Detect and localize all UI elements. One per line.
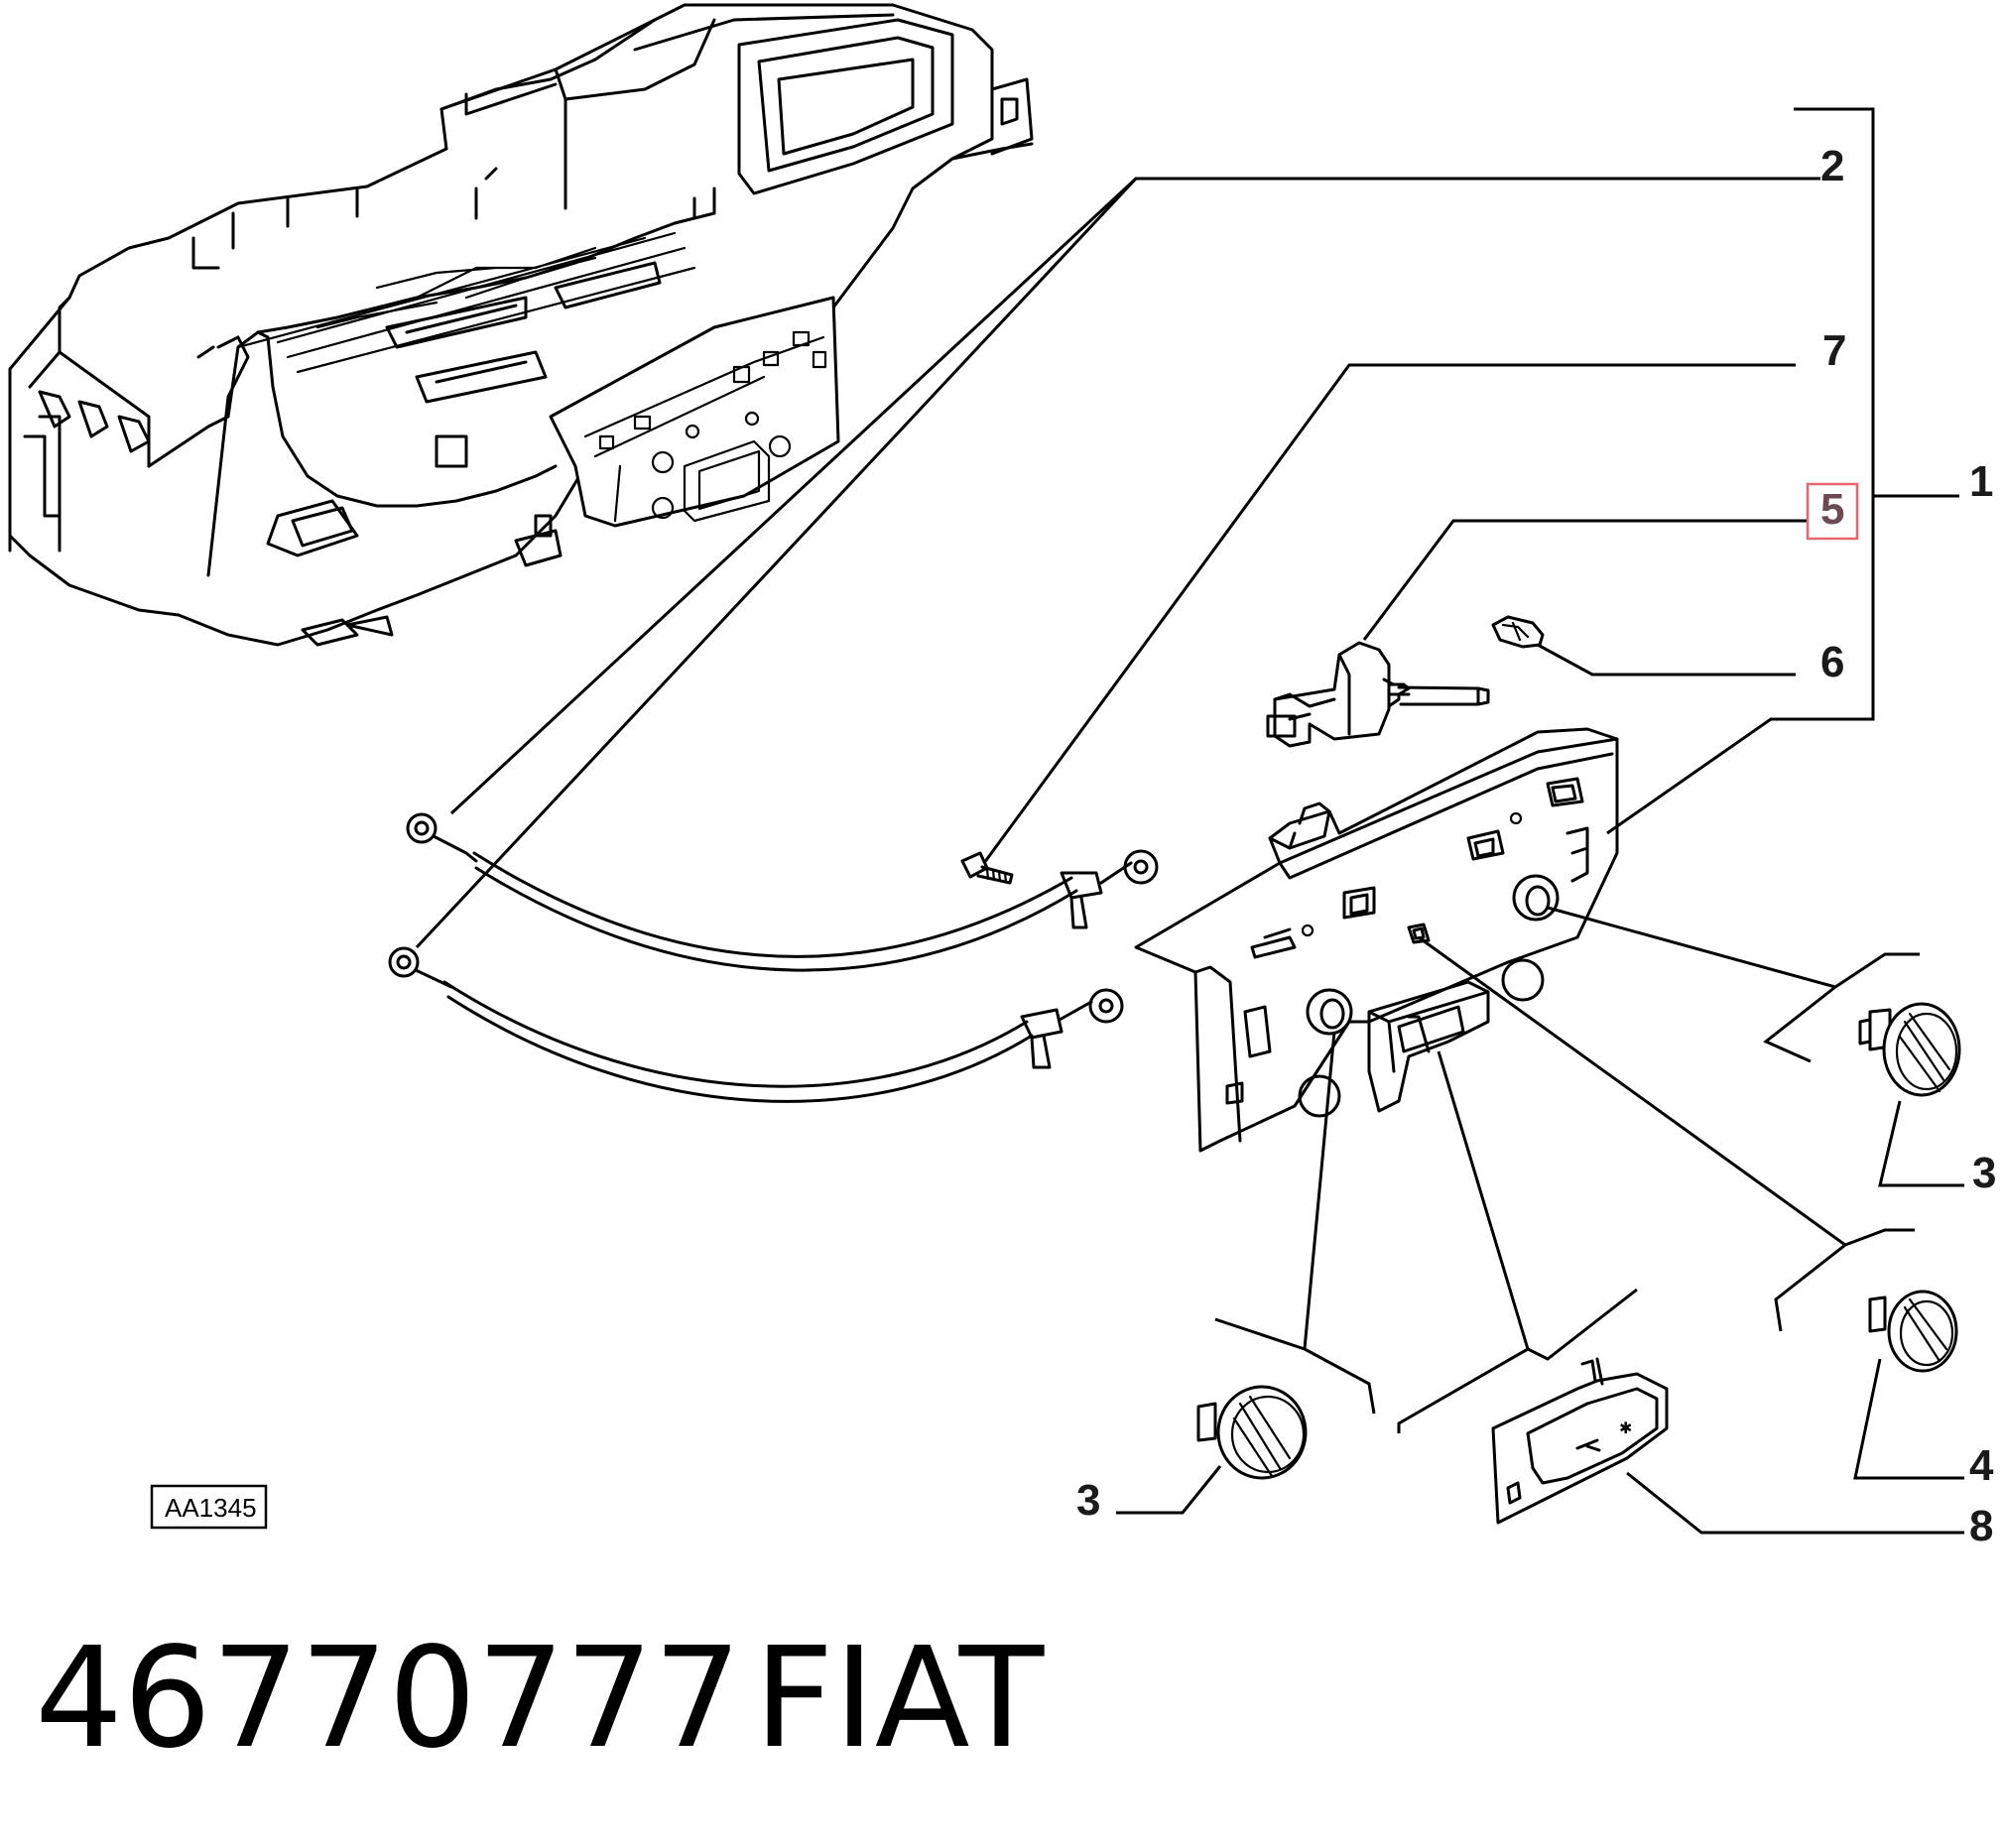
snowflake-icon: ✱ bbox=[1619, 1420, 1632, 1437]
callout-4: 4 bbox=[1969, 1441, 1994, 1490]
main-control-panel bbox=[1134, 727, 1619, 1153]
brand-name: FIAT bbox=[754, 1618, 1045, 1780]
drawing-code-box: AA1345 bbox=[150, 1484, 268, 1530]
footer: 46770777 FIAT bbox=[35, 1618, 1045, 1780]
actuator-part bbox=[1266, 641, 1490, 748]
callout-numbers: 2 7 1 5 6 3 3 4 8 bbox=[1076, 142, 1996, 1550]
callout-3-right: 3 bbox=[1972, 1149, 1996, 1197]
callout-7: 7 bbox=[1822, 326, 1846, 375]
knob-right-lower bbox=[1868, 1290, 1958, 1373]
slide-switch-part: ✱ bbox=[1491, 1357, 1669, 1525]
leader-lines bbox=[415, 107, 1964, 1535]
knob-right-upper bbox=[1858, 1002, 1961, 1097]
bulb-holder-part bbox=[1491, 615, 1545, 649]
callout-8: 8 bbox=[1969, 1502, 1993, 1550]
callout-5-highlight-box bbox=[1806, 482, 1859, 541]
heater-box-assembly bbox=[8, 3, 1034, 647]
callout-1: 1 bbox=[1969, 457, 1993, 506]
callout-2: 2 bbox=[1820, 142, 1844, 190]
callout-5: 5 bbox=[1820, 485, 1844, 534]
drawing-code: AA1345 bbox=[165, 1493, 257, 1523]
control-cables bbox=[388, 812, 1159, 1103]
part-number: 46770777 bbox=[35, 1618, 742, 1780]
callout-6: 6 bbox=[1820, 638, 1844, 686]
callout-3-left: 3 bbox=[1076, 1476, 1100, 1525]
knob-left-lower bbox=[1196, 1385, 1308, 1480]
screw-part bbox=[960, 851, 1014, 885]
